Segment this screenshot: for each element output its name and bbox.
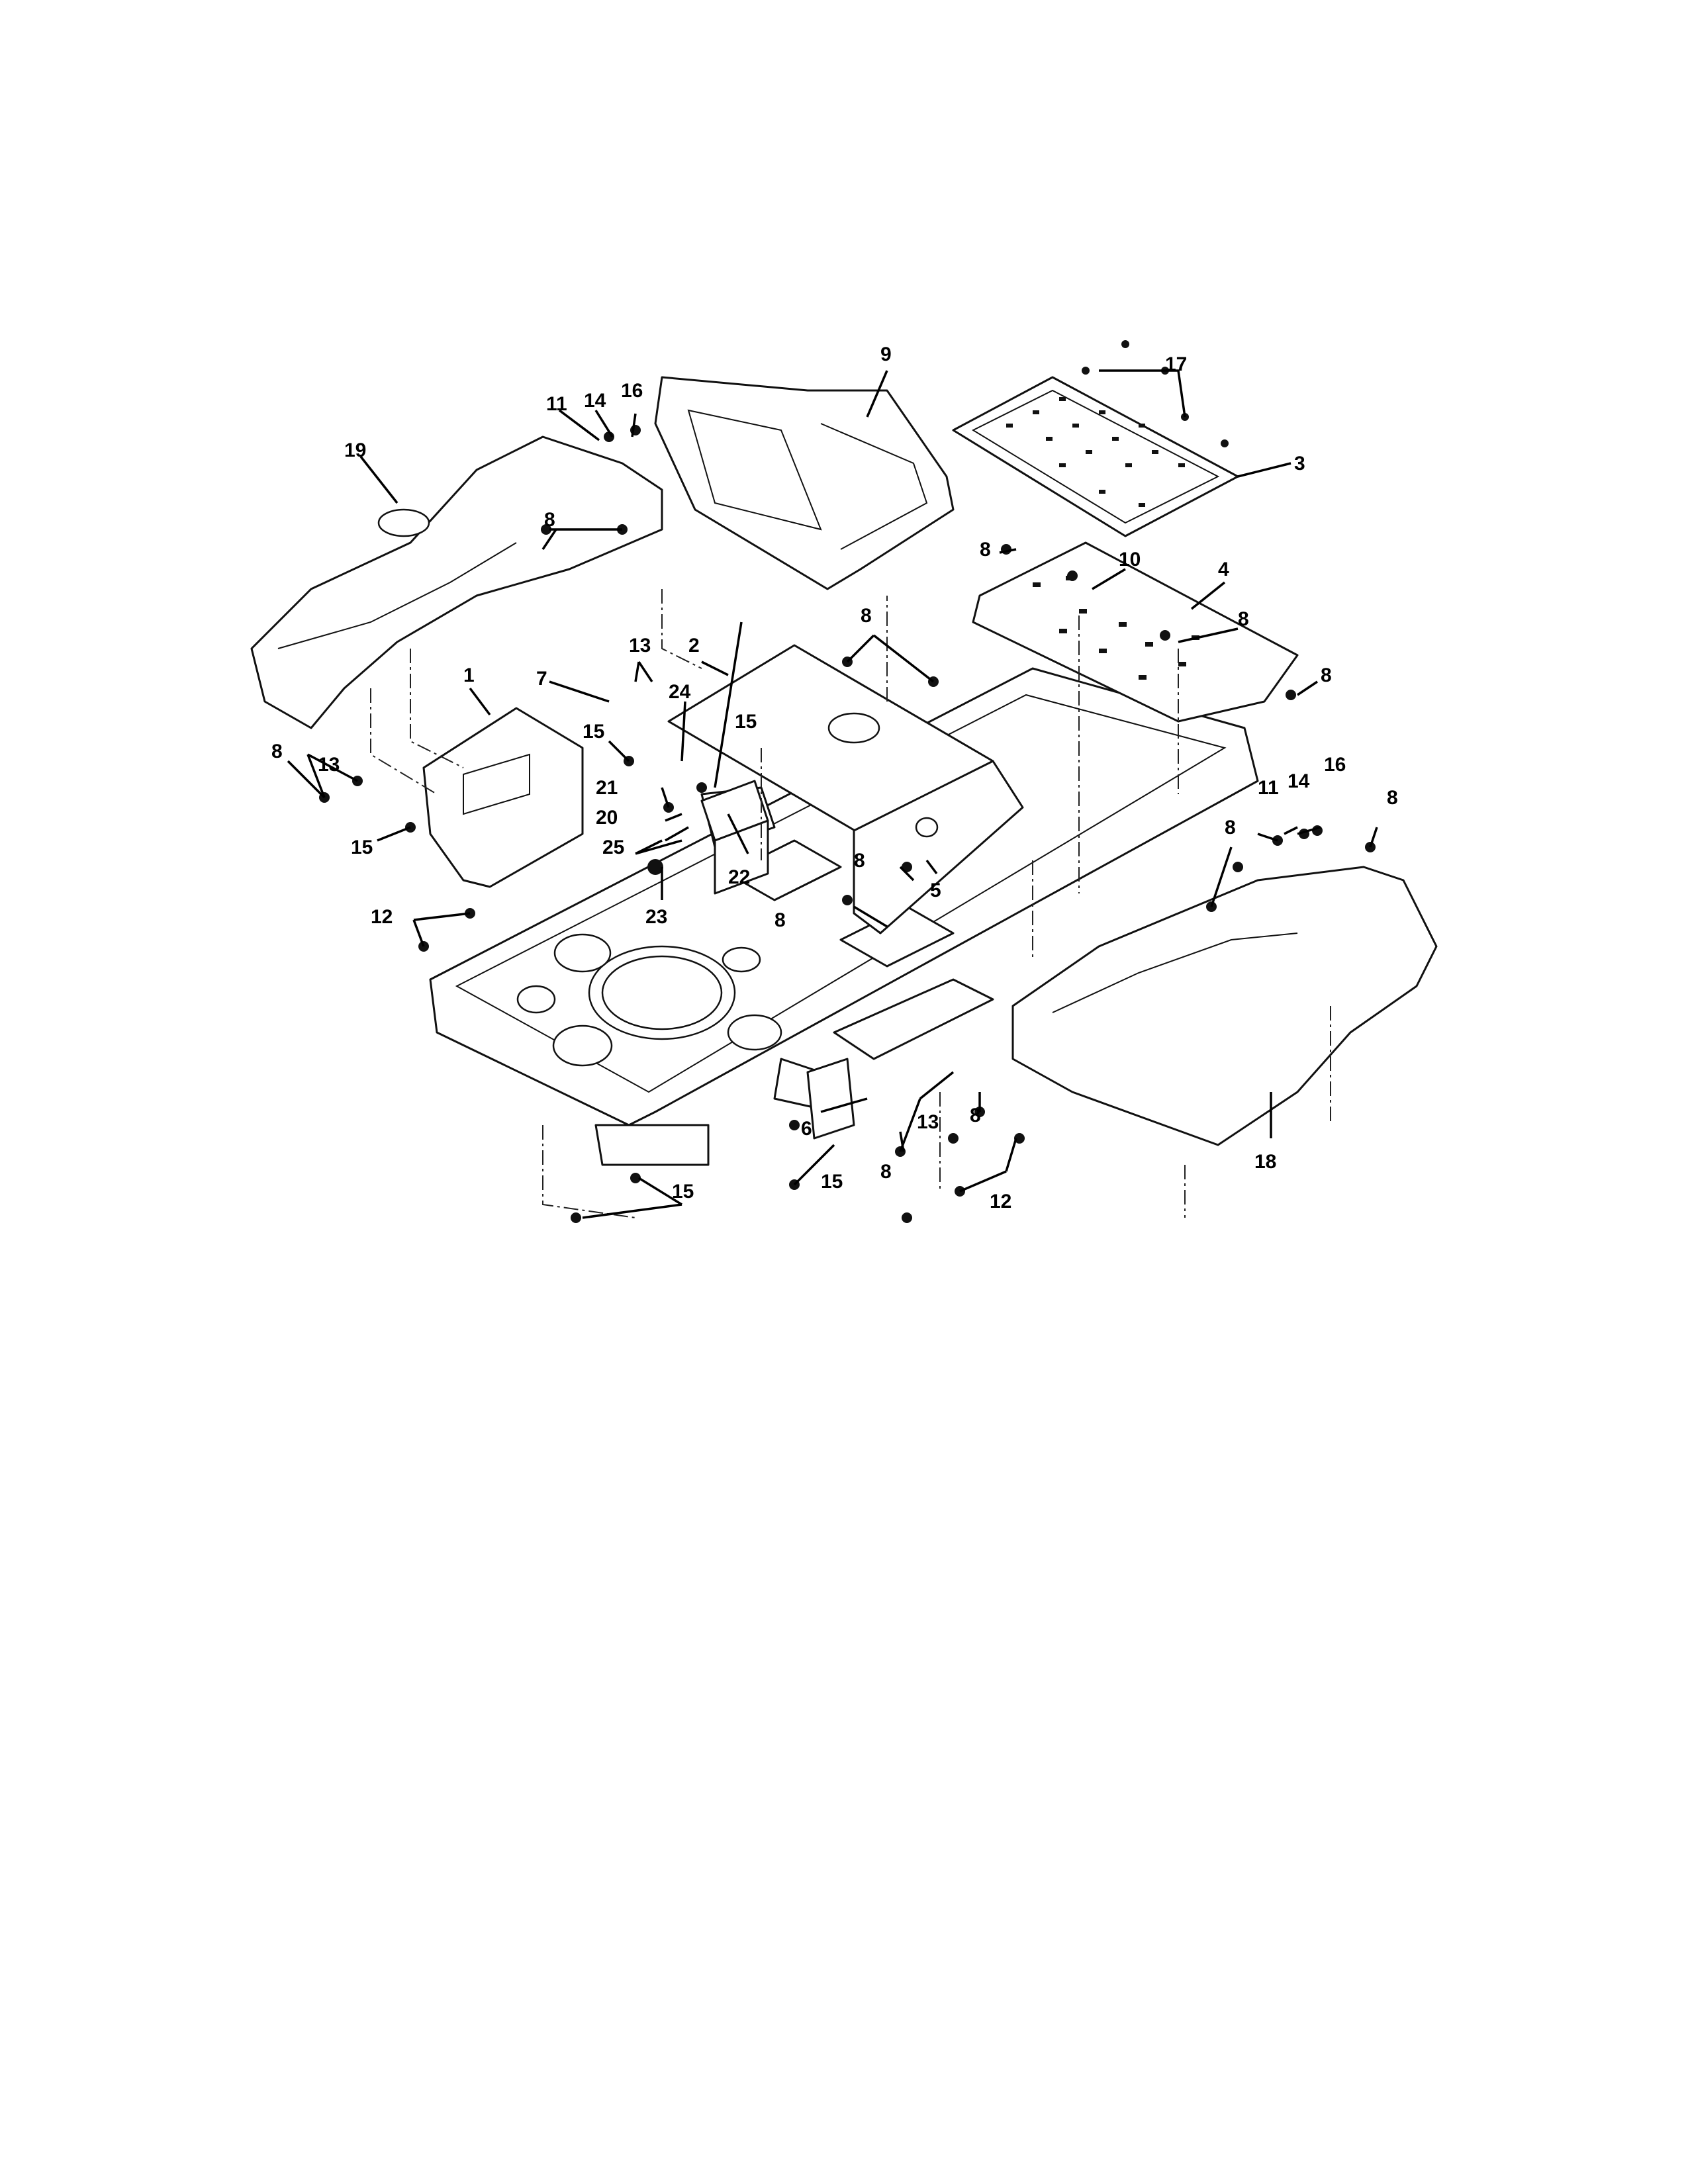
callout-8: 8 — [1225, 817, 1236, 839]
callout-8: 8 — [861, 605, 872, 627]
callout-21: 21 — [596, 777, 618, 799]
callout-8: 8 — [271, 741, 283, 762]
callout-8: 8 — [774, 909, 786, 931]
left-fender — [250, 435, 663, 729]
callout-25: 25 — [602, 837, 624, 858]
callout-20: 20 — [596, 807, 618, 829]
left-bracket — [422, 707, 584, 888]
right-bracket — [806, 978, 994, 1140]
callout-23: 23 — [645, 906, 667, 928]
assembly-lines — [370, 589, 1331, 1218]
callout-labels: 19 11 14 16 8 9 17 3 8 10 4 8 8 8 2 13 1… — [271, 343, 1398, 1212]
callout-11: 11 — [1258, 777, 1279, 799]
callout-8: 8 — [970, 1105, 981, 1126]
callout-19: 19 — [344, 439, 366, 461]
seat — [654, 376, 955, 590]
callout-8: 8 — [854, 850, 865, 872]
callout-9: 9 — [880, 343, 892, 365]
callout-13: 13 — [629, 635, 651, 657]
callout-8: 8 — [1238, 608, 1249, 630]
callout-8: 8 — [544, 509, 555, 531]
callout-7: 7 — [536, 668, 547, 690]
right-fender — [1011, 866, 1438, 1146]
callout-6: 6 — [801, 1118, 812, 1140]
callout-24: 24 — [669, 681, 691, 703]
callout-16: 16 — [621, 380, 643, 402]
leader-lines — [287, 369, 1378, 1219]
callout-13: 13 — [318, 754, 340, 776]
callout-1: 1 — [463, 664, 475, 686]
callout-15: 15 — [672, 1181, 694, 1203]
callout-2: 2 — [688, 635, 700, 657]
callout-17: 17 — [1165, 353, 1187, 375]
callout-4: 4 — [1218, 559, 1229, 580]
callout-18: 18 — [1254, 1151, 1276, 1173]
callout-15: 15 — [583, 721, 604, 743]
callout-11: 11 — [546, 393, 567, 415]
callout-14: 14 — [1288, 770, 1310, 792]
callout-12: 12 — [990, 1191, 1011, 1212]
callout-16: 16 — [1324, 754, 1346, 776]
callout-15: 15 — [351, 837, 373, 858]
callout-8: 8 — [1321, 664, 1332, 686]
callout-22: 22 — [728, 866, 750, 888]
callout-12: 12 — [371, 906, 393, 928]
callout-15: 15 — [735, 711, 757, 733]
callout-8: 8 — [1387, 787, 1398, 809]
callout-14: 14 — [584, 390, 606, 412]
callout-10: 10 — [1119, 549, 1141, 570]
callout-8: 8 — [980, 539, 991, 561]
callout-8: 8 — [880, 1161, 892, 1183]
battery — [700, 780, 769, 895]
callout-15: 15 — [821, 1171, 843, 1193]
callout-5: 5 — [930, 880, 941, 901]
foot-plate — [952, 376, 1239, 537]
callout-3: 3 — [1294, 453, 1305, 475]
callout-13: 13 — [917, 1111, 939, 1133]
